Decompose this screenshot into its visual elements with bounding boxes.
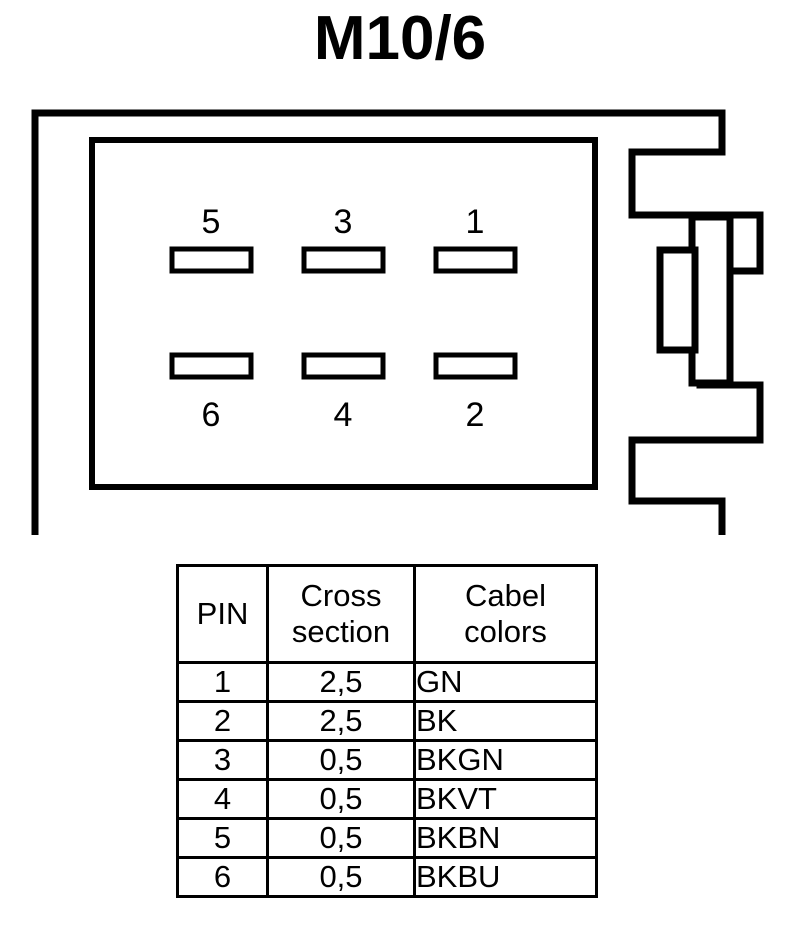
page-title: M10/6: [313, 4, 487, 73]
pin-table-container: PIN Cross section Cabel colors 1 2,5 GN …: [176, 564, 598, 898]
table-row: 1 2,5 GN: [176, 661, 598, 703]
cell-color: BKBN: [413, 817, 598, 859]
cell-cross: 2,5: [266, 700, 416, 742]
column-header-cross-section-line-1: Cross: [300, 578, 382, 613]
table-header-row: PIN Cross section Cabel colors: [176, 564, 598, 664]
cell-color: GN: [413, 661, 598, 703]
latch-inner-tab: [656, 246, 699, 354]
pin-label-1: 1: [466, 203, 485, 241]
cell-pin: 4: [176, 778, 269, 820]
table-row: 4 0,5 BKVT: [176, 778, 598, 820]
column-header-cabel-colors-line-1: Cabel: [465, 578, 546, 613]
cell-cross: 0,5: [266, 817, 416, 859]
table-row: 5 0,5 BKBN: [176, 817, 598, 859]
cell-pin: 2: [176, 700, 269, 742]
column-header-cross-section-line-2: section: [291, 614, 391, 649]
table-row: 6 0,5 BKBU: [176, 856, 598, 898]
table-row: 3 0,5 BKGN: [176, 739, 598, 781]
cell-cross: 0,5: [266, 778, 416, 820]
pin-label-5: 5: [202, 203, 221, 241]
pin-slot-5[interactable]: [169, 246, 254, 274]
cell-color: BKVT: [413, 778, 598, 820]
column-header-cabel-colors-line-2: colors: [464, 614, 547, 649]
connector-faceplate: [89, 137, 598, 490]
cell-pin: 6: [176, 856, 269, 898]
pin-slot-4[interactable]: [301, 352, 386, 380]
pin-table: PIN Cross section Cabel colors 1 2,5 GN …: [176, 564, 598, 898]
cell-color: BKBU: [413, 856, 598, 898]
column-header-cross-section: Cross section: [266, 564, 416, 664]
cell-cross: 0,5: [266, 739, 416, 781]
cell-color: BKGN: [413, 739, 598, 781]
table-row: 2 2,5 BK: [176, 700, 598, 742]
cell-cross: 0,5: [266, 856, 416, 898]
column-header-pin: PIN: [176, 564, 269, 664]
cell-pin: 3: [176, 739, 269, 781]
connector-diagram: 5 3 1 6 4 2: [0, 95, 800, 535]
pin-slot-2[interactable]: [433, 352, 518, 380]
cell-color: BK: [413, 700, 598, 742]
cell-pin: 5: [176, 817, 269, 859]
cell-cross: 2,5: [266, 661, 416, 703]
pin-slot-1[interactable]: [433, 246, 518, 274]
pin-label-4: 4: [334, 396, 353, 434]
pin-label-2: 2: [466, 396, 485, 434]
pin-slot-6[interactable]: [169, 352, 254, 380]
pin-label-6: 6: [202, 396, 221, 434]
column-header-cabel-colors: Cabel colors: [413, 564, 598, 664]
column-header-pin-line-1: PIN: [196, 596, 249, 631]
cell-pin: 1: [176, 661, 269, 703]
pin-label-3: 3: [334, 203, 353, 241]
pin-slot-3[interactable]: [301, 246, 386, 274]
